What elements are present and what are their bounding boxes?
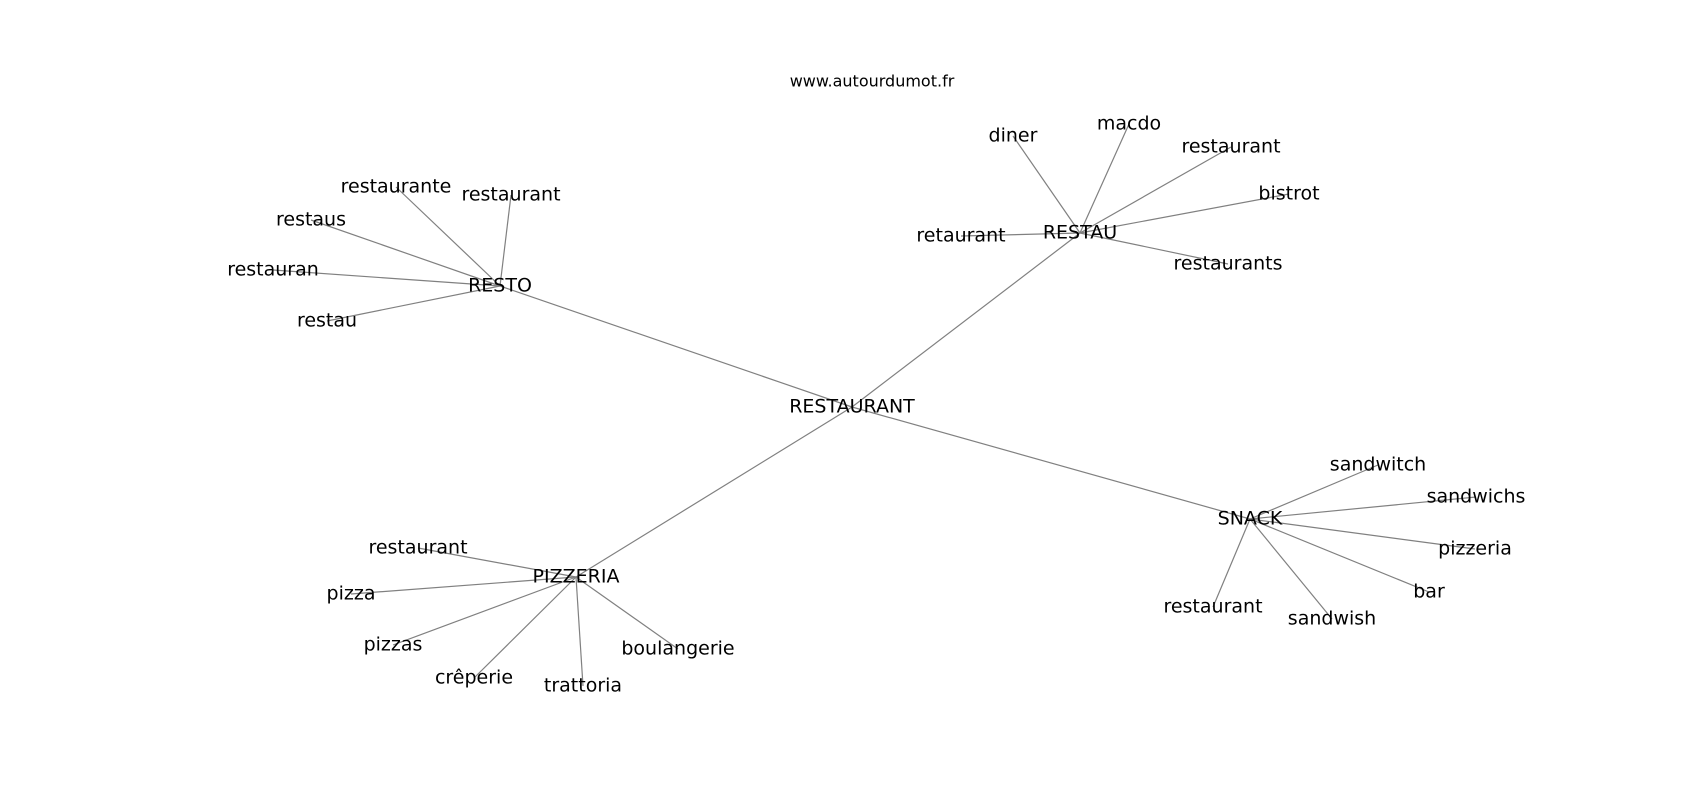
word-node: sandwitch: [1330, 454, 1426, 476]
word-node: bar: [1413, 581, 1445, 603]
edge-restau-word: [1012, 135, 1081, 234]
edge-restau-word: [1079, 123, 1130, 234]
word-node: restauran: [227, 259, 319, 281]
edge-center-resto: [499, 285, 853, 408]
edge-resto-word: [395, 186, 501, 287]
word-node: sandwish: [1288, 608, 1376, 630]
source-label: www.autourdumot.fr: [790, 72, 955, 91]
edge-resto-word: [272, 269, 501, 287]
edge-pizzeria-word: [473, 576, 577, 679]
edge-restau-word: [1079, 232, 1229, 265]
word-node: restaurants: [1174, 253, 1283, 275]
word-node: macdo: [1097, 113, 1161, 135]
cluster-node-snack: SNACK: [1218, 508, 1283, 530]
word-node: restaurant: [1181, 136, 1280, 158]
edge-snack-word: [1249, 518, 1430, 593]
edge-snack-word: [1249, 464, 1379, 520]
edge-center-restau: [851, 232, 1081, 408]
edge-center-snack: [851, 406, 1251, 520]
graph-nodes: RESTAURANT RESTO restaurante restaurant rest…: [227, 113, 1525, 697]
edge-snack-word: [1249, 496, 1477, 520]
word-node: pizzas: [364, 634, 423, 656]
edge-pizzeria-word: [417, 547, 577, 578]
edge-resto-word: [326, 285, 501, 322]
word-node: crêperie: [435, 667, 513, 689]
word-node: restaurante: [341, 176, 452, 198]
edge-pizzeria-word: [392, 576, 577, 646]
center-node: RESTAURANT: [789, 396, 915, 418]
word-node: restaus: [276, 209, 346, 231]
word-node: diner: [989, 125, 1038, 147]
edge-center-pizzeria: [575, 406, 853, 578]
word-node: pizza: [327, 583, 376, 605]
edge-pizzeria-word: [575, 576, 584, 687]
edge-snack-word: [1212, 518, 1251, 608]
edge-snack-word: [1249, 518, 1476, 550]
word-node: restaurant: [1163, 596, 1262, 618]
cluster-node-restau: RESTAU: [1043, 222, 1117, 244]
word-node: pizzeria: [1438, 538, 1512, 560]
word-node: restaurant: [461, 184, 560, 206]
edge-resto-word: [310, 219, 501, 287]
word-node: trattoria: [544, 675, 622, 697]
edge-restau-word: [1079, 193, 1290, 234]
word-node: boulangerie: [621, 638, 734, 660]
word-node: bistrot: [1258, 183, 1319, 205]
word-node: restau: [297, 310, 357, 332]
edge-restau-word: [1079, 146, 1232, 234]
cluster-node-resto: RESTO: [468, 275, 532, 297]
edge-pizzeria-word: [350, 576, 577, 595]
word-node: restaurant: [368, 537, 467, 559]
word-node: sandwichs: [1427, 486, 1526, 508]
edge-resto-word: [499, 194, 512, 287]
edge-restau-word: [960, 232, 1081, 237]
graph-edges: [272, 123, 1477, 687]
word-node: retaurant: [916, 225, 1005, 247]
cluster-node-pizzeria: PIZZERIA: [533, 566, 620, 588]
edge-snack-word: [1249, 518, 1333, 620]
edge-pizzeria-word: [575, 576, 679, 650]
